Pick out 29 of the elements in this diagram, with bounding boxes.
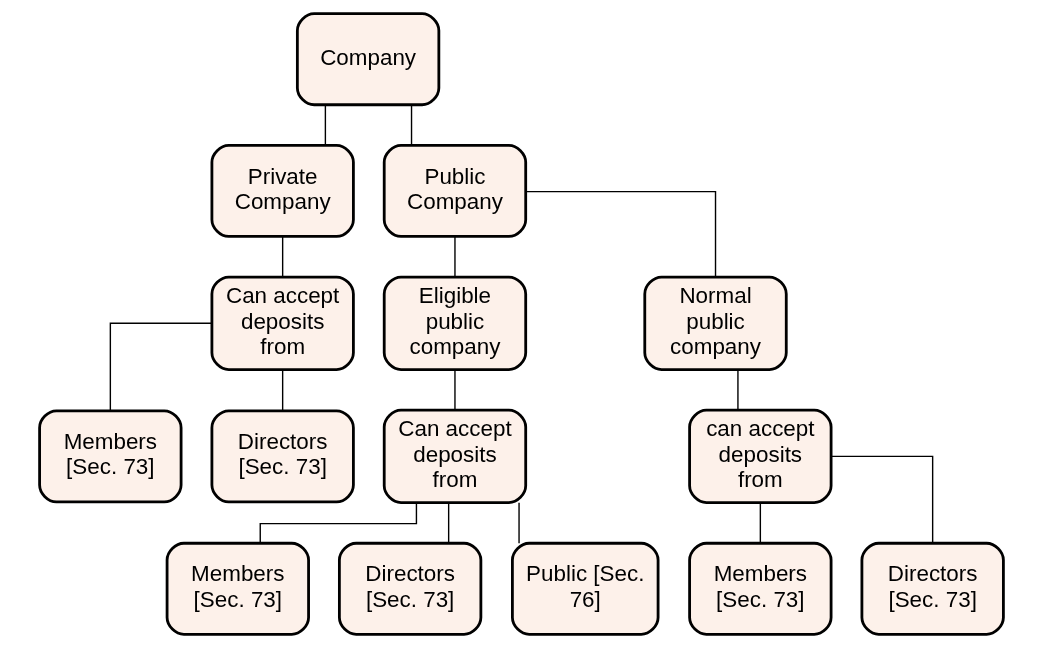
- connector: [447, 502, 449, 544]
- connector: [281, 235, 283, 278]
- node-box: Eligible public company: [382, 275, 527, 371]
- connector: [830, 455, 933, 544]
- node-box: can accept deposits from: [687, 408, 832, 504]
- node-box: Public [Sec. 76]: [510, 541, 659, 636]
- node-box: Can accept deposits from: [210, 275, 355, 371]
- node-box: Can accept deposits from: [382, 408, 527, 504]
- connector: [259, 502, 417, 544]
- node-box: Members [Sec. 73]: [37, 409, 182, 504]
- connector: [453, 369, 456, 411]
- connector: [410, 104, 412, 146]
- node-box: Members [Sec. 73]: [687, 541, 832, 636]
- connector: [453, 235, 456, 278]
- node-box: Members [Sec. 73]: [165, 541, 310, 636]
- node-box: Normal public company: [642, 275, 788, 371]
- connector: [324, 104, 326, 146]
- connector: [109, 322, 212, 412]
- connector: [281, 369, 283, 412]
- node-box: Directors [Sec. 73]: [337, 541, 482, 636]
- node-box: Company: [295, 12, 440, 107]
- connector: [524, 190, 716, 278]
- connector: [517, 502, 520, 544]
- node-box: Public Company: [382, 144, 527, 238]
- connector: [736, 369, 739, 411]
- node-box: Directors [Sec. 73]: [860, 541, 1005, 636]
- node-box: Directors [Sec. 73]: [210, 409, 355, 504]
- node-box: Private Company: [210, 144, 355, 238]
- connector: [759, 502, 761, 544]
